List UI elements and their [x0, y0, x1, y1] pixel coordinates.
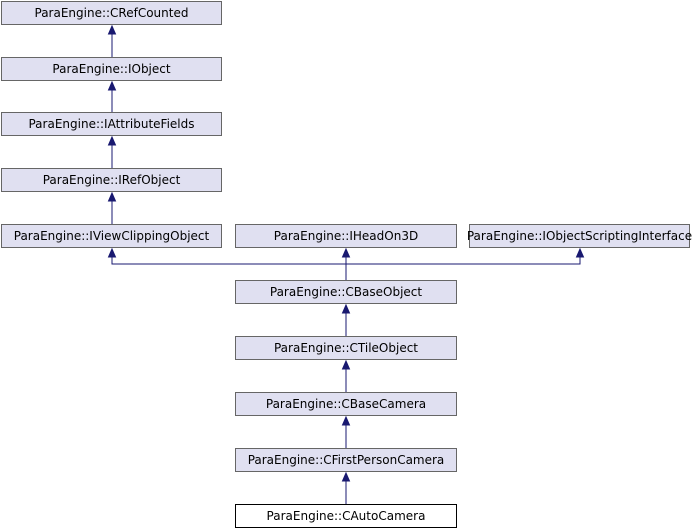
arrowhead-cbaseobject-to-iheadon3d: [341, 247, 351, 258]
class-label: ParaEngine::CFirstPersonCamera: [248, 453, 445, 467]
edge-cbaseobject-to-iviewclippingobject: [111, 255, 347, 280]
class-node-paraengine-ctileobject[interactable]: ParaEngine::CTileObject: [235, 336, 457, 360]
class-label: ParaEngine::IAttributeFields: [28, 117, 194, 131]
class-label: ParaEngine::CBaseObject: [270, 285, 423, 299]
class-node-paraengine-iviewclippingobject[interactable]: ParaEngine::IViewClippingObject: [1, 224, 222, 248]
class-box: [1, 224, 222, 248]
class-box: [1, 112, 222, 136]
class-label: ParaEngine::CAutoCamera: [267, 509, 426, 523]
class-label: ParaEngine::CTileObject: [274, 341, 418, 355]
class-box: [1, 57, 222, 81]
edge-cbaseobject-to-iobjectscriptinginterface: [345, 255, 581, 280]
class-label: ParaEngine::CRefCounted: [35, 6, 189, 20]
class-node-paraengine-crefcounted[interactable]: ParaEngine::CRefCounted: [1, 1, 222, 25]
class-box: [235, 448, 457, 472]
arrowhead-cfirstpersoncamera-to-cbasecamera: [341, 415, 351, 426]
class-node-paraengine-cautocamera: ParaEngine::CAutoCamera: [235, 504, 457, 528]
class-node-paraengine-iattributefields[interactable]: ParaEngine::IAttributeFields: [1, 112, 222, 136]
class-node-paraengine-iobject[interactable]: ParaEngine::IObject: [1, 57, 222, 81]
class-box: [1, 168, 222, 192]
class-box: [1, 1, 222, 25]
arrowhead-cbasecamera-to-ctileobject: [341, 359, 351, 370]
class-node-paraengine-iobjectscriptinginterface[interactable]: ParaEngine::IObjectScriptingInterface: [467, 224, 692, 248]
arrowhead-iattributefields-to-iobject: [107, 80, 117, 91]
class-label: ParaEngine::CBaseCamera: [266, 397, 426, 411]
class-node-paraengine-cbasecamera[interactable]: ParaEngine::CBaseCamera: [235, 392, 457, 416]
class-node-paraengine-irefobject[interactable]: ParaEngine::IRefObject: [1, 168, 222, 192]
arrowhead-cbaseobject-to-iviewclippingobject: [107, 247, 117, 258]
arrowhead-irefobject-to-iattributefields: [107, 135, 117, 146]
arrowhead-iviewclippingobject-to-irefobject: [107, 191, 117, 202]
arrowhead-cbaseobject-to-iobjectscriptinginterface: [575, 247, 585, 258]
inheritance-edges: [107, 24, 585, 504]
class-label: ParaEngine::IObject: [52, 62, 170, 76]
arrowhead-cautocamera-to-cfirstpersoncamera: [341, 471, 351, 482]
class-label: ParaEngine::IHeadOn3D: [274, 229, 418, 243]
class-box: [235, 336, 457, 360]
class-label: ParaEngine::IRefObject: [43, 173, 181, 187]
class-box: [469, 224, 690, 248]
class-label: ParaEngine::IObjectScriptingInterface: [467, 229, 692, 243]
arrowhead-iobject-to-crefcounted: [107, 24, 117, 35]
class-box: [235, 280, 457, 304]
arrowhead-ctileobject-to-cbaseobject: [341, 303, 351, 314]
class-node-paraengine-iheadon3d[interactable]: ParaEngine::IHeadOn3D: [235, 224, 457, 248]
class-node-paraengine-cfirstpersoncamera[interactable]: ParaEngine::CFirstPersonCamera: [235, 448, 457, 472]
class-box: [235, 392, 457, 416]
class-node-paraengine-cbaseobject[interactable]: ParaEngine::CBaseObject: [235, 280, 457, 304]
class-box: [235, 224, 457, 248]
class-label: ParaEngine::IViewClippingObject: [14, 229, 210, 243]
